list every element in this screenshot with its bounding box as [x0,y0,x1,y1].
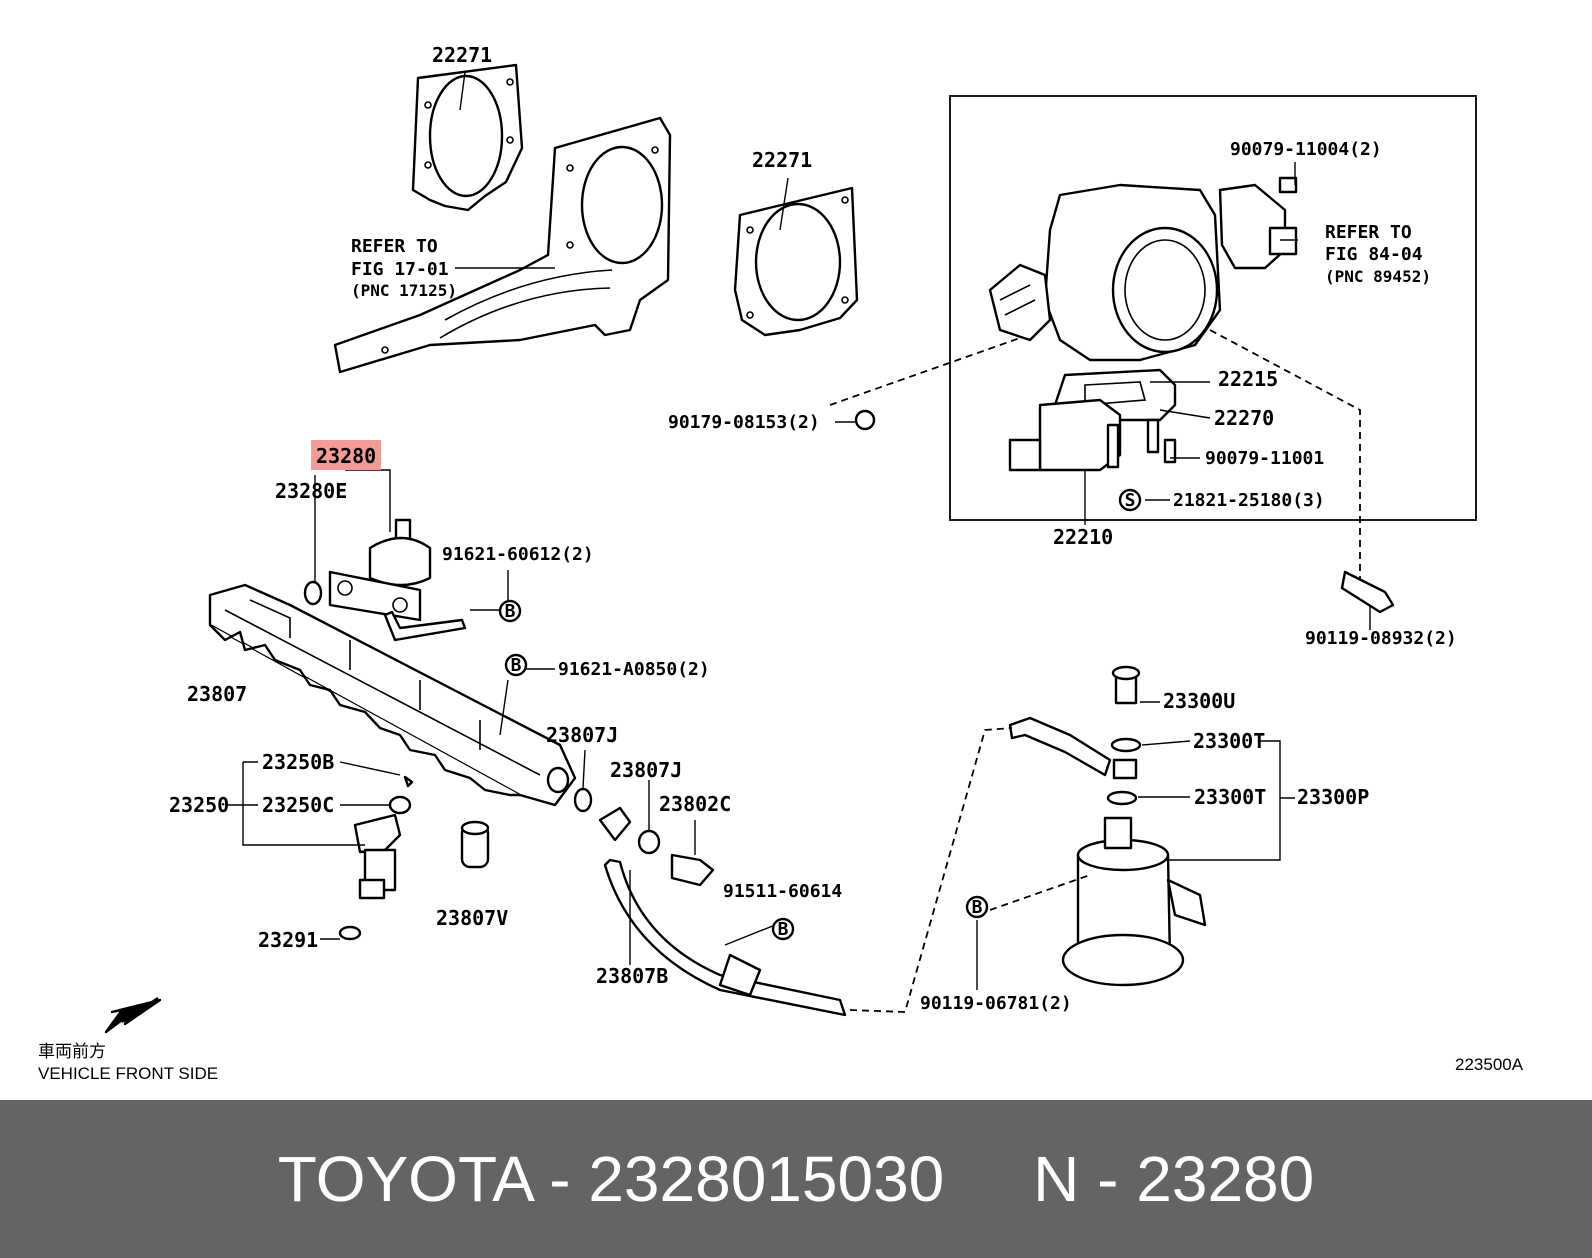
label-23280[interactable]: 23280 [316,444,376,468]
label-23291[interactable]: 23291 [258,928,318,952]
mark-b-2 [504,653,528,677]
label-22215[interactable]: 22215 [1218,367,1278,391]
injector-23250 [338,775,414,941]
part-number-footer: TOYOTA - 2328015030 N - 23280 [0,1100,1592,1258]
mark-b-3 [771,917,795,941]
footer-text: TOYOTA - 2328015030 N - 23280 [277,1143,1315,1215]
refer-17-01-line2: FIG 17-01 [351,259,449,280]
label-23300T-a[interactable]: 23300T [1193,729,1265,753]
label-22271-top[interactable]: 22271 [432,43,492,67]
label-23250[interactable]: 23250 [169,793,229,817]
label-90079-11004[interactable]: 90079-11004(2) [1230,139,1382,160]
dash-90119-08932 [1209,329,1361,580]
throttle-body-box [949,95,1477,521]
front-arrow-icon [104,997,162,1034]
label-23250C[interactable]: 23250C [262,793,334,817]
label-90119-06781[interactable]: 90119-06781(2) [920,993,1072,1014]
highlight-23280 [311,440,381,470]
fuel-filter-23300 [1061,665,1207,987]
leader-lines [225,71,1371,990]
figure-code: 223500A [1455,1055,1524,1074]
refer-84-04-line2: FIG 84-04 [1325,244,1423,265]
mark-s-text: S [1125,490,1136,511]
label-23807J-b[interactable]: 23807J [610,758,682,782]
gasket-22271-mid [733,186,859,337]
mark-s [1118,488,1142,512]
union-bolt-23802C [670,853,715,887]
mark-b-4 [965,895,989,919]
label-23300P[interactable]: 23300P [1297,785,1369,809]
label-21821-25180[interactable]: 21821-25180(3) [1173,490,1325,511]
mark-b-1-text: B [505,601,516,622]
front-label-jp: 車両前方 [38,1042,106,1061]
label-23807J-a[interactable]: 23807J [546,723,618,747]
label-23300T-b[interactable]: 23300T [1194,785,1266,809]
mark-b-2-text: B [511,655,522,676]
label-90119-08932[interactable]: 90119-08932(2) [1305,628,1457,649]
label-23250B[interactable]: 23250B [262,750,334,774]
pressure-regulator-23280 [303,518,467,642]
mark-b-4-text: B [972,897,983,918]
parts-diagram: S B B B B 22271 22271 REFER TO FIG 17-01… [38,43,1524,1083]
label-90079-11001[interactable]: 90079-11001 [1205,448,1324,469]
bracket-17125 [333,116,672,374]
label-91621-60612[interactable]: 91621-60612(2) [442,544,594,565]
gasket-23807J-b [637,829,661,855]
front-label-en: VEHICLE FRONT SIDE [38,1064,218,1083]
bolt-90119-08932 [1340,570,1395,614]
throttle-body-assembly [854,176,1298,472]
gasket-22271-top [411,63,524,212]
fuel-hose-23807B [598,806,847,1017]
refer-17-01-line1: REFER TO [351,236,438,257]
label-23280E[interactable]: 23280E [275,479,347,503]
mark-b-1 [498,599,522,623]
label-22210[interactable]: 22210 [1053,525,1113,549]
label-91621-A0850[interactable]: 91621-A0850(2) [558,659,710,680]
label-90179-08153[interactable]: 90179-08153(2) [668,412,820,433]
label-23300U[interactable]: 23300U [1163,689,1235,713]
damper-23807V [460,820,490,869]
label-23807[interactable]: 23807 [187,682,247,706]
mark-b-3-text: B [778,919,789,940]
label-23802C[interactable]: 23802C [659,792,731,816]
gasket-23807J-a [573,787,593,813]
refer-84-04-line3: (PNC 89452) [1325,267,1431,286]
dash-90179 [829,337,1021,406]
label-23807V[interactable]: 23807V [436,906,508,930]
label-23807B[interactable]: 23807B [596,964,668,988]
label-22270[interactable]: 22270 [1214,406,1274,430]
fuel-pipe-inlet [1008,716,1112,777]
fuel-rail-23807 [208,583,577,807]
label-22271-mid[interactable]: 22271 [752,148,812,172]
refer-84-04-line1: REFER TO [1325,222,1412,243]
refer-17-01-line3: (PNC 17125) [351,281,457,300]
dash-90119-06781 [989,874,1091,911]
dash-fuel-line [849,727,1013,1013]
label-91511-60614[interactable]: 91511-60614 [723,881,842,902]
